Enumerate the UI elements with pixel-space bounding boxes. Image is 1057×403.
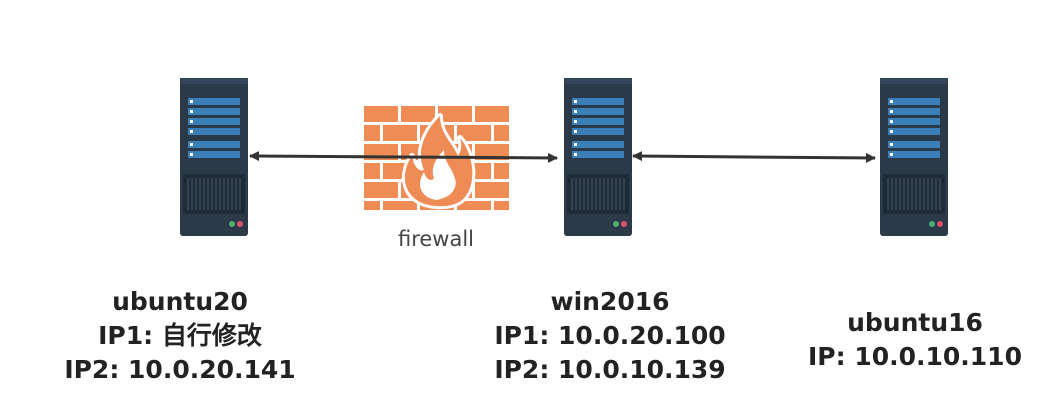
node-label-win2016: win2016 IP1: 10.0.20.100 IP2: 10.0.10.13… bbox=[460, 285, 760, 387]
node-ip2: IP2: 10.0.10.139 bbox=[494, 355, 726, 384]
server-icon-ubuntu16 bbox=[879, 77, 949, 237]
node-name: ubuntu16 bbox=[847, 308, 983, 337]
node-ip2: IP2: 10.0.20.141 bbox=[64, 355, 296, 384]
server-icon-win2016 bbox=[563, 77, 633, 237]
link-ubuntu20-win2016 bbox=[249, 151, 558, 163]
node-ip1: IP1: 10.0.20.100 bbox=[494, 321, 726, 350]
node-label-ubuntu16: ubuntu16 IP: 10.0.10.110 bbox=[780, 306, 1050, 374]
node-ip1: IP1: 自行修改 bbox=[98, 321, 262, 350]
node-name: ubuntu20 bbox=[112, 287, 248, 316]
server-icon-ubuntu20 bbox=[179, 77, 249, 237]
link-win2016-ubuntu16 bbox=[632, 151, 876, 163]
node-ip: IP: 10.0.10.110 bbox=[808, 342, 1022, 371]
firewall-label: firewall bbox=[397, 227, 475, 251]
node-label-ubuntu20: ubuntu20 IP1: 自行修改 IP2: 10.0.20.141 bbox=[40, 285, 320, 387]
node-name: win2016 bbox=[550, 287, 670, 316]
